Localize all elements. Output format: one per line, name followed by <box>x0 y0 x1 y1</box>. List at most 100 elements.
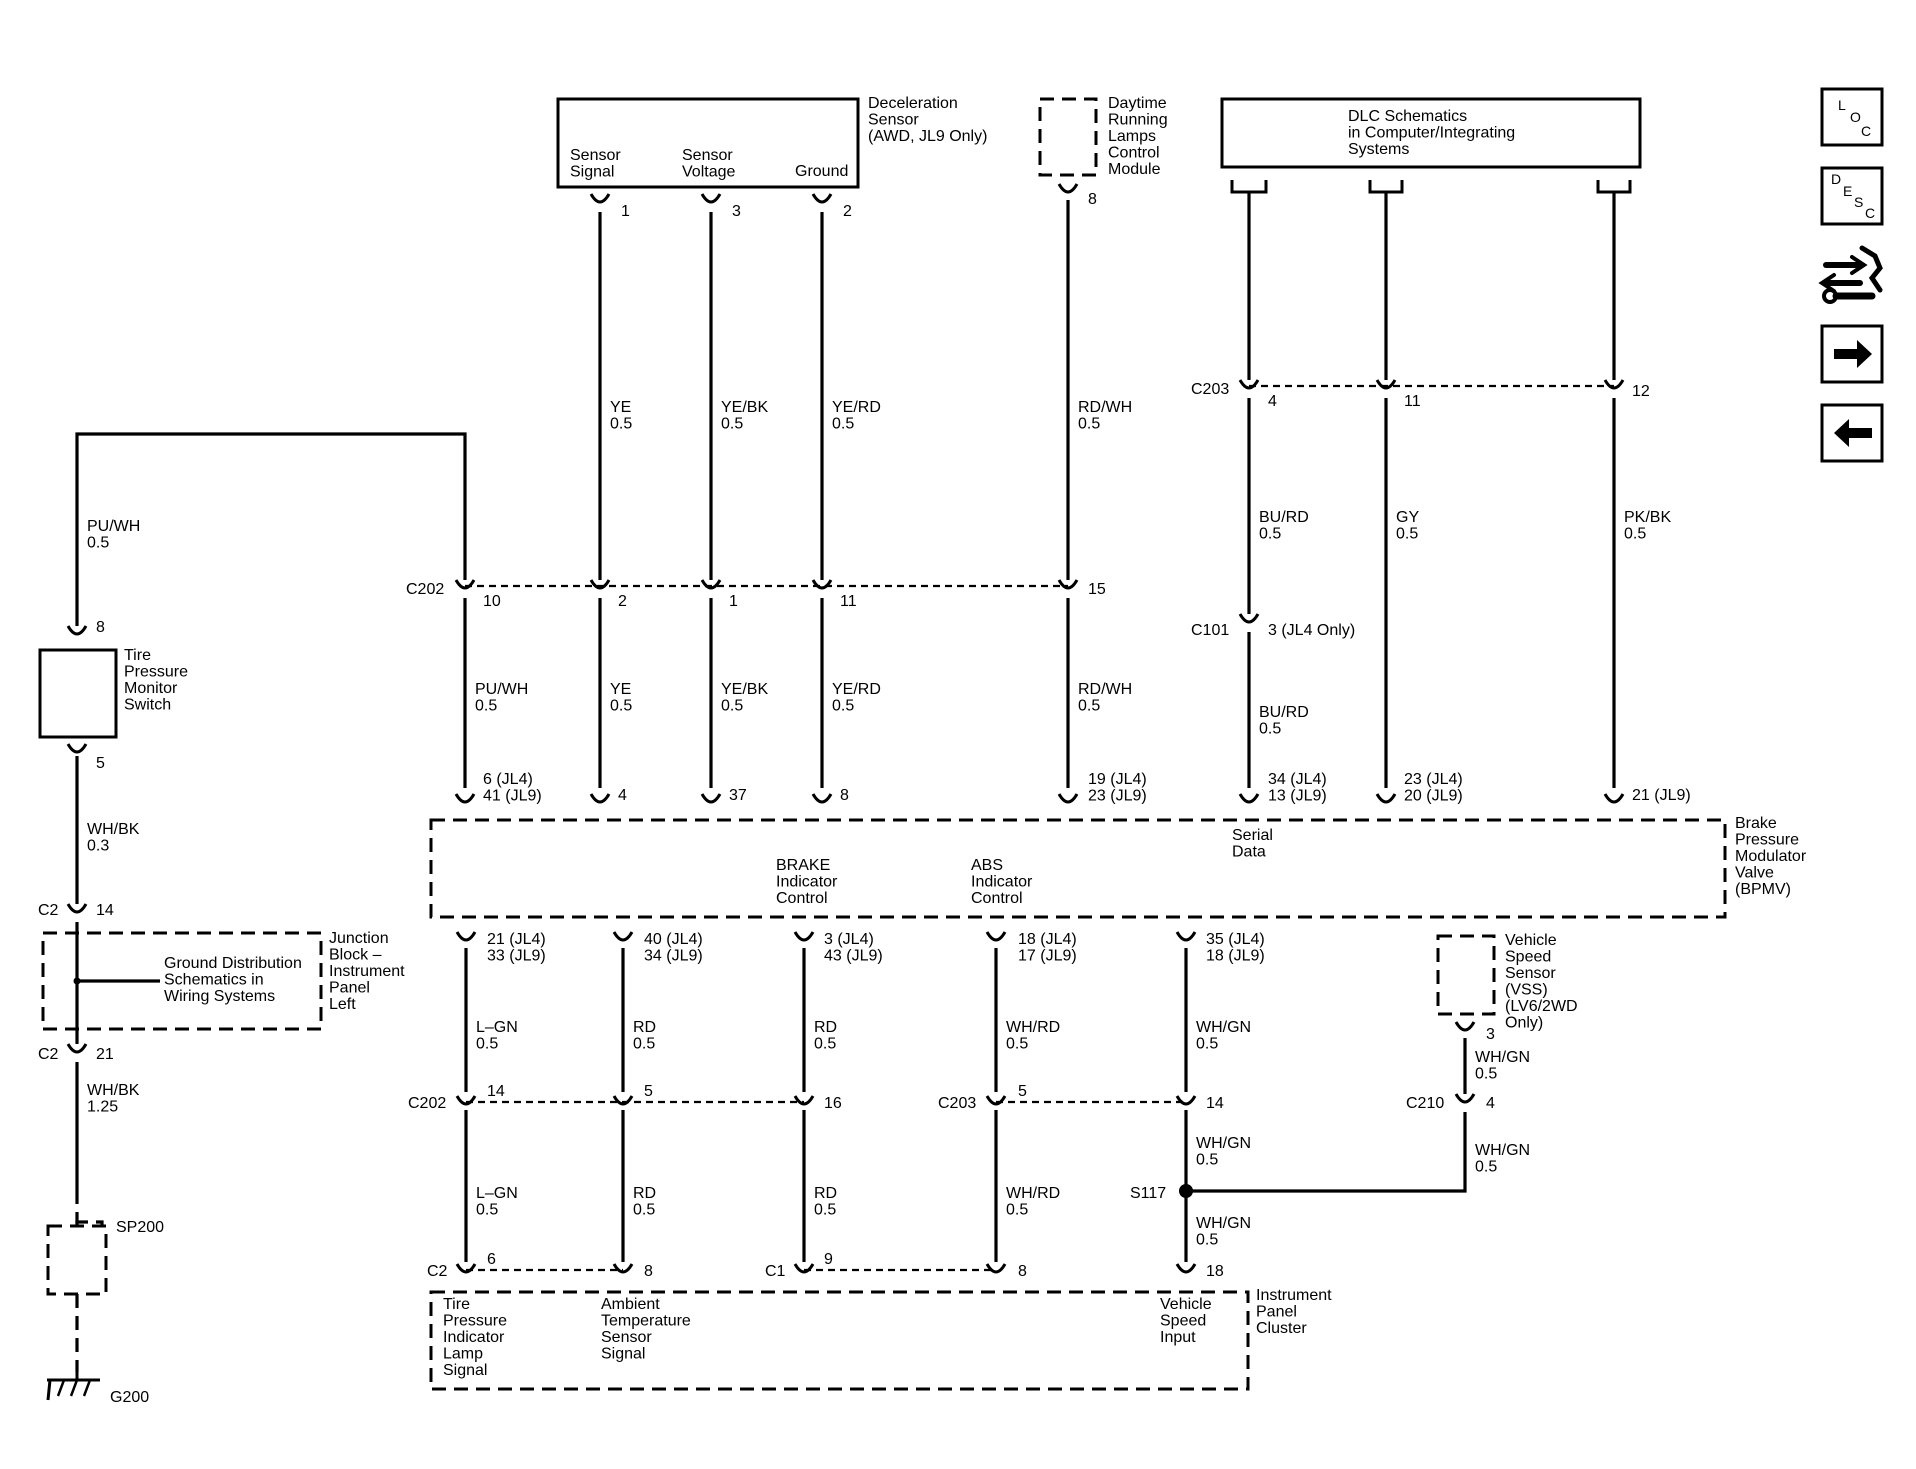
pin-c202-16-low: 16 <box>824 1095 842 1112</box>
dlc-connector-2 <box>1368 180 1404 194</box>
pin-symbol <box>66 1043 88 1054</box>
pin-symbol <box>985 931 1007 942</box>
pin-symbol <box>1375 793 1397 804</box>
pin-symbol <box>1238 793 1260 804</box>
pin-symbol <box>66 625 88 636</box>
loc-icon-letter-c: C <box>1861 123 1871 139</box>
desc-icon-letter-d: D <box>1831 171 1841 187</box>
pin-symbol <box>811 579 833 590</box>
pin-c202-5-low: 5 <box>644 1083 653 1100</box>
instrument-panel-cluster-box <box>429 1290 1250 1391</box>
pin-c203-4: 4 <box>1268 393 1277 410</box>
pin-bpmv-top-c: 37 <box>729 787 747 804</box>
pin-c202-11: 11 <box>840 593 857 610</box>
connector-c202-bottom: C202 <box>408 1095 446 1112</box>
repair-tools-button[interactable] <box>1818 245 1883 304</box>
pin-symbol <box>454 579 476 590</box>
loc-icon-letter-o: O <box>1850 109 1861 125</box>
pin-bpmv-bottom-e: 35 (JL4)18 (JL9) <box>1206 931 1265 965</box>
connector-c1-ipc: C1 <box>765 1263 786 1280</box>
pin-c202-2: 2 <box>618 593 627 610</box>
pin-ipc-18: 18 <box>1206 1263 1224 1280</box>
pin-symbol <box>1057 579 1079 590</box>
pin-symbols <box>66 183 1625 1274</box>
pin-symbol <box>1057 793 1079 804</box>
pin-symbol <box>1175 1263 1197 1274</box>
previous-page-button[interactable] <box>1820 403 1884 463</box>
pin-symbol <box>811 193 833 204</box>
pin-c202-15: 15 <box>1088 581 1106 598</box>
ground-icon <box>46 1372 100 1401</box>
pin-bpmv-bottom-d: 18 (JL4)17 (JL9) <box>1018 931 1077 965</box>
pin-c2-14: 14 <box>96 902 114 919</box>
drl-module-box <box>1038 97 1098 177</box>
connector-c203-bottom: C203 <box>938 1095 976 1112</box>
dlc-schematics-box <box>1220 97 1642 169</box>
pin-symbol <box>66 903 88 914</box>
pin-symbol <box>1603 793 1625 804</box>
loc-button[interactable]: L O C <box>1820 87 1884 147</box>
junction-block-box <box>41 931 323 1031</box>
connector-c101: C101 <box>1191 622 1229 639</box>
desc-button[interactable]: D E S C <box>1820 166 1884 226</box>
wrench-arrows-icon <box>1818 245 1883 304</box>
s117-splice-dot <box>1179 1184 1193 1198</box>
sp200-box <box>46 1224 108 1296</box>
pin-c101-3: 3 (JL4 Only) <box>1268 622 1355 639</box>
wire-sp200-loop <box>75 1220 104 1226</box>
pin-tpms-5: 5 <box>96 755 105 772</box>
connector-c2-ipc: C2 <box>427 1263 448 1280</box>
pin-ipc-c1-9: 9 <box>824 1251 833 1268</box>
pin-symbol <box>455 1263 477 1274</box>
pin-bpmv-top-d: 8 <box>840 787 849 804</box>
pin-symbol <box>1454 1021 1476 1032</box>
connector-c202-top: C202 <box>406 581 444 598</box>
pin-decel-1: 1 <box>621 203 630 220</box>
pin-c202-10: 10 <box>483 593 501 610</box>
vss-box <box>1436 934 1496 1016</box>
pin-drl-8: 8 <box>1088 191 1097 208</box>
bpmv-box <box>429 818 1727 919</box>
pin-symbol <box>1175 1095 1197 1106</box>
pin-c202-1: 1 <box>729 593 738 610</box>
desc-icon-letter-e: E <box>1843 183 1852 199</box>
pin-symbol <box>589 193 611 204</box>
pin-decel-3: 3 <box>732 203 741 220</box>
ground-g200: G200 <box>110 1389 149 1406</box>
pin-decel-2: 2 <box>843 203 852 220</box>
splice-s117: S117 <box>1130 1185 1166 1202</box>
next-page-button[interactable] <box>1820 324 1884 384</box>
connector-c203-top: C203 <box>1191 381 1229 398</box>
pin-bpmv-top-a: 6 (JL4)41 (JL9) <box>483 771 542 805</box>
